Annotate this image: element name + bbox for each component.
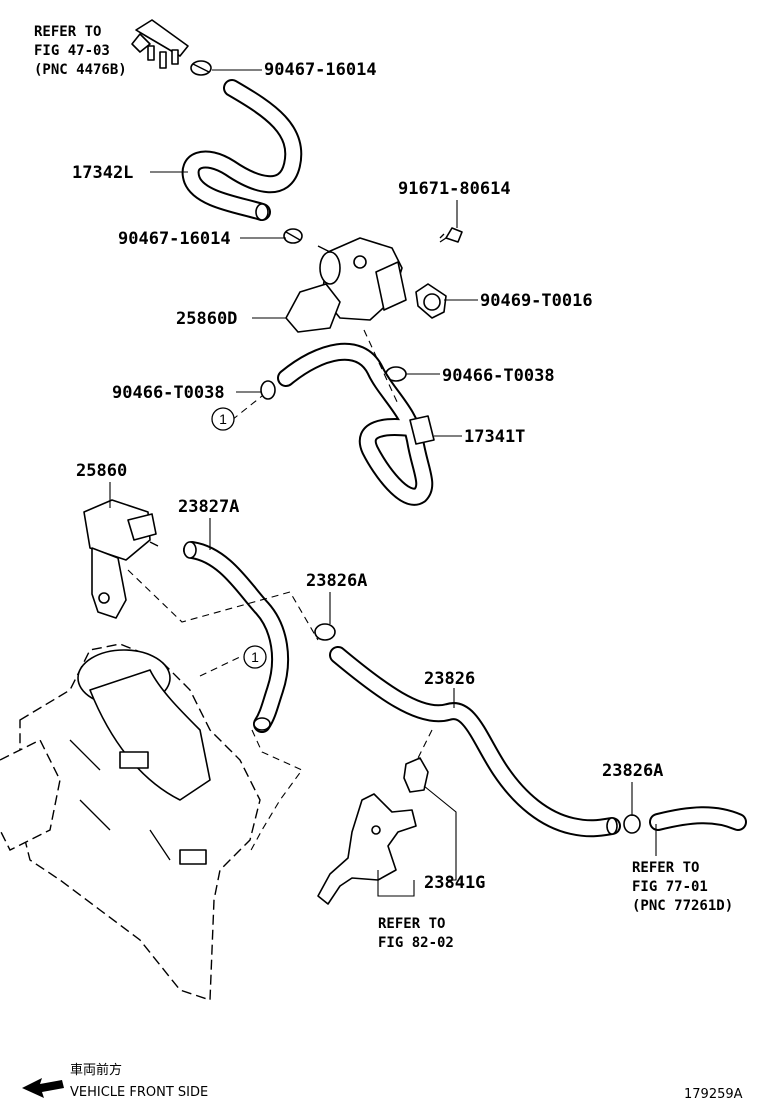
hose-segment-77-01[interactable] (649, 806, 747, 831)
hose-clamp-23826A-right[interactable] (623, 814, 641, 834)
svg-text:REFER TO: REFER TO (378, 916, 445, 932)
label-25860D[interactable]: 25860D (176, 309, 237, 329)
label-refer-47-03[interactable]: REFER TO FIG 47-03 (PNC 4476B) (34, 24, 127, 78)
svg-text:(PNC 4476B): (PNC 4476B) (34, 62, 127, 78)
hose-17342L[interactable] (181, 79, 303, 221)
engine-intake-outline (0, 643, 261, 1001)
vacuum-switching-valve-25860D[interactable] (285, 237, 407, 333)
label-17341T[interactable]: 17341T (464, 427, 525, 447)
bracket-82-02[interactable] (317, 793, 417, 905)
label-23826A-top[interactable]: 23826A (306, 571, 367, 591)
callout-circle-upper: 1 (211, 407, 235, 431)
label-23826A-right[interactable]: 23826A (602, 761, 663, 781)
dash-link-vsv (127, 569, 319, 641)
svg-text:FIG 82-02: FIG 82-02 (378, 935, 454, 951)
bolt-91671[interactable] (439, 227, 463, 243)
label-23827A[interactable]: 23827A (178, 497, 239, 517)
label-refer-82-02[interactable]: REFER TO FIG 82-02 (378, 916, 454, 951)
svg-text:REFER TO: REFER TO (34, 24, 101, 40)
hose-clamp-mid[interactable] (283, 228, 303, 244)
label-90466-T0038-left[interactable]: 90466-T0038 (112, 383, 225, 403)
label-90469-T0016[interactable]: 90469-T0016 (480, 291, 593, 311)
svg-text:FIG 77-01: FIG 77-01 (632, 879, 708, 895)
illustration-number: 179259A (684, 1087, 743, 1102)
dash-link-engine (249, 729, 303, 853)
label-90467-16014-top[interactable]: 90467-16014 (264, 60, 377, 80)
hose-clamp-90469[interactable] (415, 283, 447, 319)
dash-link-clip (415, 729, 433, 763)
label-23841G[interactable]: 23841G (424, 873, 485, 893)
hose-23826[interactable] (329, 646, 621, 838)
label-25860[interactable]: 25860 (76, 461, 127, 481)
hose-23827A[interactable] (183, 541, 290, 733)
vacuum-connector-top[interactable] (131, 19, 189, 69)
hose-clamp-23826A-top[interactable] (314, 623, 336, 641)
label-refer-77-01[interactable]: REFER TO FIG 77-01 (PNC 77261D) (632, 860, 733, 914)
direction-label-jp: 車両前方 (70, 1062, 122, 1078)
hose-clamp-upper-left[interactable] (260, 380, 276, 400)
svg-text:FIG 47-03: FIG 47-03 (34, 43, 110, 59)
label-90466-T0038-right[interactable]: 90466-T0038 (442, 366, 555, 386)
clip-23841G[interactable] (403, 757, 429, 793)
vacuum-switching-valve-25860[interactable] (83, 499, 159, 619)
direction-label-en: VEHICLE FRONT SIDE (70, 1085, 208, 1100)
label-17342L[interactable]: 17342L (72, 163, 133, 183)
label-91671-80614[interactable]: 91671-80614 (398, 179, 511, 199)
svg-text:1: 1 (219, 411, 227, 427)
svg-text:1: 1 (251, 649, 259, 665)
label-23826[interactable]: 23826 (424, 669, 475, 689)
dash-link-upper (363, 329, 399, 405)
dash-link-circle-upper (231, 395, 263, 421)
leader-lines (109, 69, 657, 897)
hose-17341T[interactable] (277, 342, 435, 506)
callout-circle-lower: 1 (243, 645, 267, 669)
hose-clamp-top[interactable] (190, 60, 212, 76)
front-direction-arrow-icon (22, 1078, 64, 1098)
dash-link-circle-lower (199, 655, 243, 677)
label-90467-16014-mid[interactable]: 90467-16014 (118, 229, 231, 249)
svg-text:REFER TO: REFER TO (632, 860, 699, 876)
svg-text:(PNC 77261D): (PNC 77261D) (632, 898, 733, 914)
